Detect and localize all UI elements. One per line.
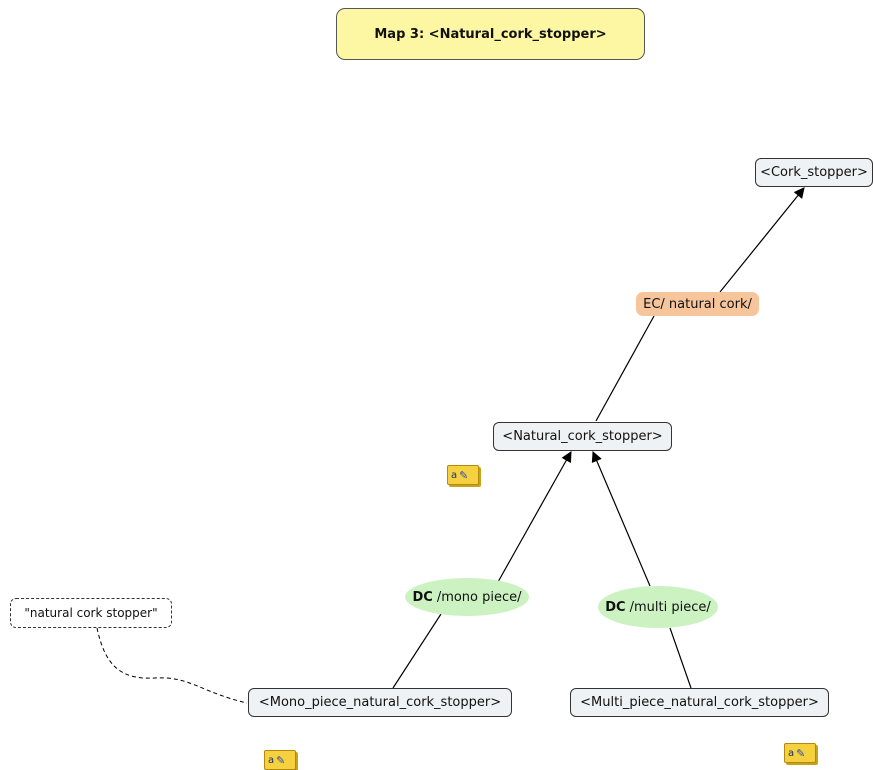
link-line-dc-to-natural-mono xyxy=(497,451,572,583)
link-line-dc-to-natural-multi xyxy=(591,451,651,587)
link-line-ec-to-cork xyxy=(719,187,805,293)
concept-multi-piece-natural-cork-stopper[interactable]: <Multi_piece_natural_cork_stopper> xyxy=(570,688,829,717)
link-label-text: /mono piece/ xyxy=(436,589,522,605)
link-label-dc-mono-piece: DC/mono piece/ xyxy=(405,578,529,616)
concept-mono-piece-natural-cork-stopper[interactable]: <Mono_piece_natural_cork_stopper> xyxy=(248,688,512,717)
link-line-mono-to-dc xyxy=(392,613,442,689)
link-label-ec-natural-cork: EC/ natural cork/ xyxy=(636,292,759,316)
term-link-dashed xyxy=(96,627,248,704)
link-line-multi-to-dc xyxy=(669,627,692,689)
map-title: Map 3: <Natural_cork_stopper> xyxy=(336,8,645,60)
note-icon[interactable]: a✎ xyxy=(264,750,296,770)
term-natural-cork-stopper[interactable]: "natural cork stopper" xyxy=(10,598,172,628)
link-label-dc-multi-piece: DC/multi piece/ xyxy=(598,586,718,628)
concept-cork-stopper[interactable]: <Cork_stopper> xyxy=(755,158,873,187)
note-icon[interactable]: a✎ xyxy=(784,743,816,763)
dc-prefix: DC xyxy=(412,589,433,605)
link-label-text: /multi piece/ xyxy=(629,599,711,615)
note-icon[interactable]: a✎ xyxy=(447,465,479,485)
link-line-natural-to-ec xyxy=(595,315,655,422)
dc-prefix: DC xyxy=(605,599,626,615)
concept-natural-cork-stopper[interactable]: <Natural_cork_stopper> xyxy=(493,422,672,451)
